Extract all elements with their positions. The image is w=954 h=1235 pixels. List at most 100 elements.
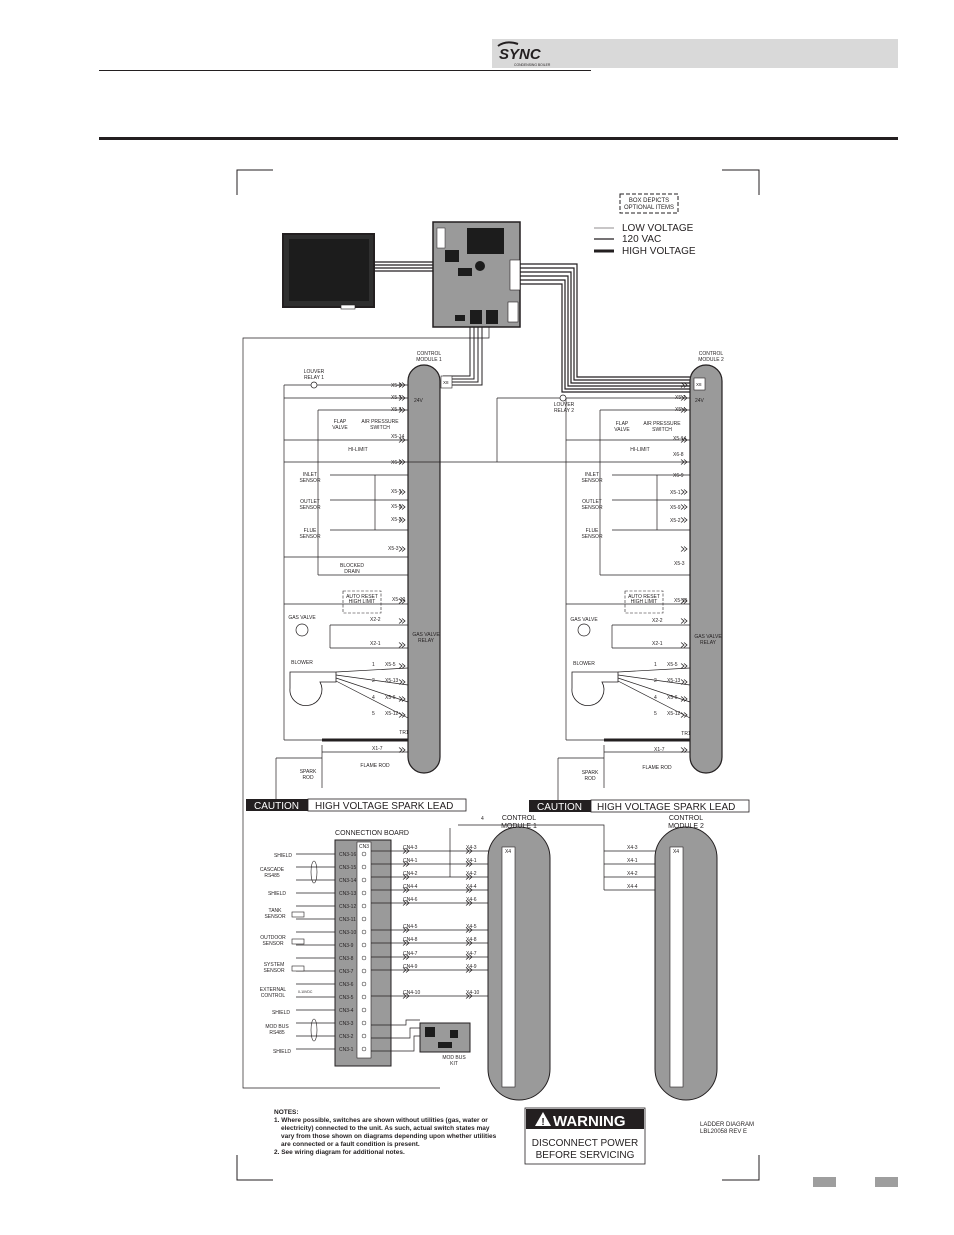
ladder-label: LADDER DIAGRAM LBL20058 REV E (700, 1122, 754, 1135)
svg-text:AUTO RESET: AUTO RESET (628, 594, 660, 600)
svg-text:CASCADE: CASCADE (260, 867, 285, 873)
cn4-label: CN4-10 (403, 990, 420, 996)
svg-text:X5-9: X5-9 (391, 504, 402, 510)
svg-text:SENSOR: SENSOR (581, 478, 603, 484)
svg-text:RELAY: RELAY (418, 638, 435, 644)
svg-text:X1-7: X1-7 (372, 746, 383, 752)
svg-text:FLAME ROD: FLAME ROD (360, 763, 390, 769)
svg-text:X5-2: X5-2 (670, 518, 681, 524)
svg-text:are connected or a fault condi: are connected or a fault condition is pr… (281, 1141, 420, 1148)
svg-text:CAUTION: CAUTION (537, 802, 582, 813)
x4-left-label: X4-9 (466, 964, 477, 970)
control-module-2-lower: X4 CONTROL MODULE 2 (654, 815, 718, 1101)
svg-text:SENSOR: SENSOR (581, 505, 603, 511)
svg-text:DISCONNECT POWER: DISCONNECT POWER (532, 1138, 639, 1149)
connector-mark (680, 489, 688, 495)
svg-text:GAS VALVE: GAS VALVE (570, 617, 598, 623)
cn3-terminal (361, 942, 367, 948)
svg-text:2: 2 (372, 678, 375, 684)
svg-text:GAS VALVE: GAS VALVE (694, 634, 722, 640)
svg-text:2. See wiring diagram for addi: 2. See wiring diagram for additional not… (274, 1149, 405, 1156)
svg-text:SHIELD: SHIELD (272, 1010, 290, 1016)
control-module-2: X8 CONTROL MODULE 2 24V (689, 351, 724, 774)
svg-text:HI-LIMIT: HI-LIMIT (630, 447, 649, 453)
svg-text:NOTES:: NOTES: (274, 1109, 299, 1116)
connector-markers (398, 382, 688, 753)
svg-text:HI-LIMIT: HI-LIMIT (348, 447, 367, 453)
x4-left-label: X4-4 (466, 884, 477, 890)
svg-text:CONDENSING BOILER: CONDENSING BOILER (514, 63, 551, 67)
svg-text:BEFORE SERVICING: BEFORE SERVICING (536, 1150, 635, 1161)
svg-text:X5-1: X5-1 (670, 490, 681, 496)
svg-text:CAUTION: CAUTION (254, 801, 299, 812)
svg-text:X5-6: X5-6 (667, 695, 678, 701)
control-module-1-lower: X4 CONTROL MODULE 1 4 (481, 815, 551, 1101)
svg-text:4: 4 (372, 695, 375, 701)
svg-text:SENSOR: SENSOR (264, 914, 286, 920)
svg-text:RELAY 1: RELAY 1 (304, 375, 324, 381)
cn3-pin-label: CN3-8 (339, 956, 354, 962)
svg-text:24V: 24V (695, 398, 705, 404)
sensor-symbols (291, 911, 305, 972)
cn3-pin-label: CN3-11 (339, 917, 356, 923)
cn3-terminal (361, 877, 367, 883)
cn3-terminal (361, 903, 367, 909)
svg-text:CONNECTION BOARD: CONNECTION BOARD (335, 830, 409, 837)
svg-text:X2-1: X2-1 (652, 641, 663, 647)
components-side-1: LOUVER RELAY 1 FLAP VALVE AIR PRESSURE S… (288, 369, 440, 781)
svg-text:SENSOR: SENSOR (299, 478, 321, 484)
outer-loop (242, 327, 490, 1089)
cn3-pin-label: CN3-10 (339, 930, 356, 936)
svg-text:CONTROL: CONTROL (669, 815, 703, 822)
svg-text:X5-12: X5-12 (385, 711, 399, 717)
section-rule (99, 137, 898, 140)
svg-text:X2-2: X2-2 (370, 617, 381, 623)
svg-text:X5-13: X5-13 (385, 678, 399, 684)
connector-mark (680, 663, 688, 669)
svg-text:LOUVER: LOUVER (554, 402, 575, 408)
header-bar (492, 39, 898, 68)
svg-text:SHIELD: SHIELD (268, 891, 286, 897)
svg-text:TANK: TANK (269, 908, 283, 914)
connection-left-labels: SHIELD CASCADE RS485 SHIELD TANK SENSOR … (260, 853, 313, 1055)
svg-text:X8: X8 (443, 380, 449, 385)
svg-text:KIT: KIT (450, 1061, 458, 1067)
connector-mark (398, 618, 406, 624)
svg-text:VALVE: VALVE (332, 425, 348, 431)
svg-text:2: 2 (654, 678, 657, 684)
svg-text:BLOWER: BLOWER (573, 661, 595, 667)
svg-text:SPARK: SPARK (582, 770, 599, 776)
svg-text:MODULE 2: MODULE 2 (668, 823, 704, 830)
svg-text:X4: X4 (673, 849, 679, 855)
svg-text:VALVE: VALVE (614, 427, 630, 433)
cn4-wiring (371, 824, 670, 997)
svg-text:HIGH LIMIT: HIGH LIMIT (631, 599, 658, 605)
svg-text:120 VAC: 120 VAC (622, 234, 661, 245)
svg-text:FLAP: FLAP (616, 421, 629, 427)
caution-label-2: CAUTION HIGH VOLTAGE SPARK LEAD (529, 799, 750, 813)
svg-text:CONTROL: CONTROL (417, 351, 442, 357)
svg-text:SENSOR: SENSOR (299, 534, 321, 540)
svg-text:X5-8: X5-8 (391, 383, 402, 389)
ladder-wiring-1 (283, 384, 497, 741)
svg-text:FLUE: FLUE (586, 528, 599, 534)
control-module-1: X8 CONTROL MODULE 1 24V (407, 351, 453, 774)
svg-text:SWITCH: SWITCH (652, 427, 672, 433)
svg-text:1. Where possible, switches ar: 1. Where possible, switches are shown wi… (274, 1117, 488, 1124)
svg-text:X5-6: X5-6 (385, 695, 396, 701)
header-rule (99, 70, 591, 71)
svg-text:X2-1: X2-1 (370, 641, 381, 647)
cn3-pin-label: CN3-3 (339, 1021, 354, 1027)
cn4-label: CN4-2 (403, 871, 418, 877)
svg-text:SENSOR: SENSOR (263, 968, 285, 974)
svg-text:X5-7: X5-7 (391, 395, 402, 401)
svg-text:LOUVER: LOUVER (304, 369, 325, 375)
x4-left-label: X4-2 (466, 871, 477, 877)
svg-text:!: ! (541, 1117, 544, 1128)
connector-mark (398, 679, 406, 685)
svg-text:X5-2: X5-2 (391, 517, 402, 523)
svg-text:ROD: ROD (302, 775, 314, 781)
cn3-pin-label: CN3-12 (339, 904, 356, 910)
svg-text:X5-13: X5-13 (667, 678, 681, 684)
